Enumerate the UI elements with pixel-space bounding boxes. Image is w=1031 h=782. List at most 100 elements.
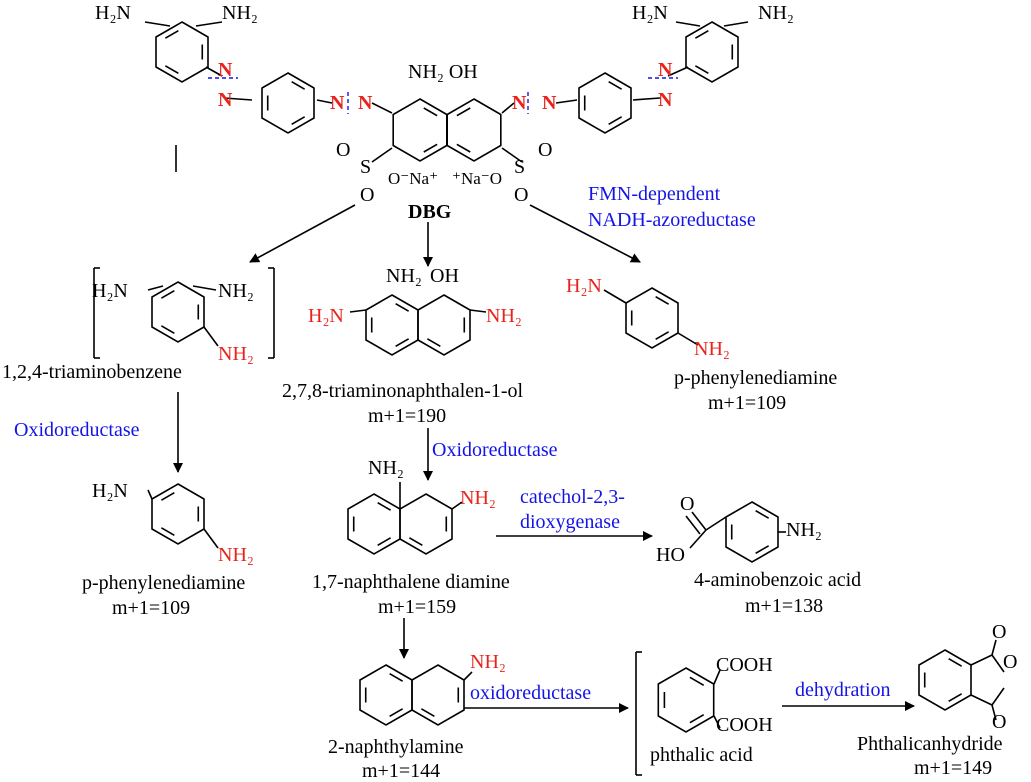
compound-name-triaminonaphthalenol: 2,7,8-triaminonaphthalen-1-ol — [282, 380, 524, 402]
compound-mass-aminobenzoic: m+1=138 — [745, 595, 824, 617]
ring-dbg-right-phenyl — [578, 72, 632, 134]
bond-dbg — [205, 66, 223, 77]
ring-dbg-right-phenyl-double — [608, 81, 623, 90]
bond — [349, 309, 367, 313]
compound-name-naphthylamine: 2-naphthylamine — [328, 736, 464, 758]
ring-triaminobenzene-double — [160, 290, 175, 299]
bond — [685, 515, 701, 535]
bond — [970, 694, 993, 706]
ring-na-right — [411, 664, 465, 726]
bond — [713, 715, 721, 729]
bond — [991, 704, 997, 721]
enzyme-dioxygenase-line2: dioxygenase — [520, 511, 620, 533]
bond — [991, 639, 997, 656]
anh-o-bottom: O — [992, 711, 1007, 733]
ring-ppd-right-double — [655, 331, 670, 340]
bond — [451, 501, 463, 510]
ring-phthalic-double — [689, 676, 705, 686]
ring-dbg-left-amine-double — [164, 65, 179, 74]
ring-dbg-naph-left-double — [423, 107, 438, 117]
bond-dbg — [667, 66, 689, 77]
compound-mass-naphthylamine: m+1=144 — [362, 760, 441, 782]
enzyme-oxidoreductase-left: Oxidoreductase — [14, 419, 140, 441]
bond-dbg — [371, 147, 393, 163]
dbg-amine-right-b: NH₂ — [758, 2, 794, 24]
dbg-amine-left-b: NH₂ — [222, 2, 258, 24]
sulfonate-right-o-top: O — [538, 139, 553, 161]
ring-dbg-left-phenyl — [261, 72, 315, 134]
aba-nh2: NH₂ — [786, 519, 822, 541]
ring-nd-left-double — [377, 537, 392, 546]
ring-dbg-right-amine-double — [694, 65, 709, 74]
ring-nd-left — [347, 493, 401, 555]
ring-dbg-right-amine-double — [694, 30, 709, 39]
azo-n-8: N — [658, 89, 673, 111]
ring-tan-right — [417, 294, 471, 356]
azo-n-1: N — [218, 59, 233, 81]
tan-group-oh: OH — [430, 265, 459, 287]
compound-name-anhydride: Phthalicanhydride — [857, 733, 1003, 755]
ring-ppd-right — [625, 287, 679, 349]
compound-mass-triaminonaphthalenol: m+1=190 — [368, 405, 447, 427]
bond-dbg — [632, 97, 661, 101]
tab-group-nh2-a: NH₂ — [218, 280, 254, 302]
dbg-amine-right-a: H₂N — [632, 2, 668, 24]
bond — [147, 285, 164, 291]
ring-aba — [725, 501, 779, 563]
sulfonate-right-s: S — [514, 156, 526, 178]
pa-cooh-top: COOH — [716, 654, 773, 676]
bond — [713, 669, 721, 685]
sulfonate-right-o-bottom: O — [514, 184, 529, 206]
bond — [463, 671, 473, 681]
ring-tan-right-double — [426, 338, 441, 347]
azo-n-2: N — [218, 89, 233, 111]
ring-na-right-double — [420, 708, 435, 717]
sulfonate-left-o-bottom: O — [360, 184, 375, 206]
ring-dbg-naph-right — [446, 98, 502, 162]
compound-name-ppd-left: p-phenylenediamine — [82, 572, 246, 594]
compound-mass-ppd-right: m+1=109 — [708, 392, 787, 414]
bond-dbg — [316, 99, 333, 104]
nd-nh2-top: NH₂ — [368, 457, 404, 479]
tab-group-nh2-b: NH₂ — [218, 343, 254, 365]
arrow — [529, 204, 641, 263]
ppd-right-h2n: H₂N — [566, 275, 602, 297]
compound-name-naphthalene-diamine: 1,7-naphthalene diamine — [312, 571, 510, 593]
bond-dbg — [501, 102, 515, 114]
sulfonate-right-ona: ⁺Na⁻O — [452, 169, 503, 188]
compound-name-triaminobenzene: 1,2,4-triaminobenzene — [2, 361, 182, 383]
bond — [203, 326, 219, 347]
ring-dbg-left-phenyl-double — [291, 116, 306, 125]
azo-n-4: N — [358, 92, 373, 114]
azo-n-7: N — [658, 59, 673, 81]
enzyme-oxidoreductase-bottom: oxidoreductase — [470, 682, 592, 704]
bond-dbg — [675, 21, 701, 27]
enzyme-oxidoreductase-middle: Oxidoreductase — [432, 439, 558, 461]
bond-dbg — [371, 102, 393, 114]
ring-na-left-double — [389, 673, 404, 682]
bond — [991, 654, 1005, 673]
ring-dbg-naph-right-double — [456, 143, 471, 153]
compound-name-ppd-right: p-phenylenediamine — [674, 367, 838, 389]
ring-dbg-right-amine — [685, 21, 739, 83]
ring-dbg-naph-left — [392, 98, 448, 162]
enzyme-azoreductase-line2: NADH-azoreductase — [588, 209, 756, 231]
ring-phthalic-double — [689, 714, 705, 724]
enzyme-azoreductase-line1: FMN-dependent — [588, 183, 721, 205]
dbg-label: DBG — [408, 201, 452, 223]
bond — [469, 309, 487, 313]
compound-mass-ppd-left: m+1=109 — [112, 597, 191, 619]
ring-aba-double — [755, 510, 770, 519]
ring-dbg-right-phenyl-double — [608, 116, 623, 125]
bond-dbg — [195, 21, 223, 27]
ring-dbg-naph-left-double — [423, 143, 438, 153]
bond — [689, 529, 707, 549]
sulfonate-left-o-top: O — [336, 139, 351, 161]
enzyme-dioxygenase-line1: catechol-2,3- — [520, 486, 625, 508]
sulfonate-left-s: S — [360, 156, 372, 178]
tan-group-nh2-right: NH₂ — [486, 305, 522, 327]
bond — [991, 687, 1005, 706]
azo-n-5: N — [512, 92, 527, 114]
ring-dbg-left-amine — [155, 21, 209, 83]
ring-tan-left-double — [395, 338, 410, 347]
